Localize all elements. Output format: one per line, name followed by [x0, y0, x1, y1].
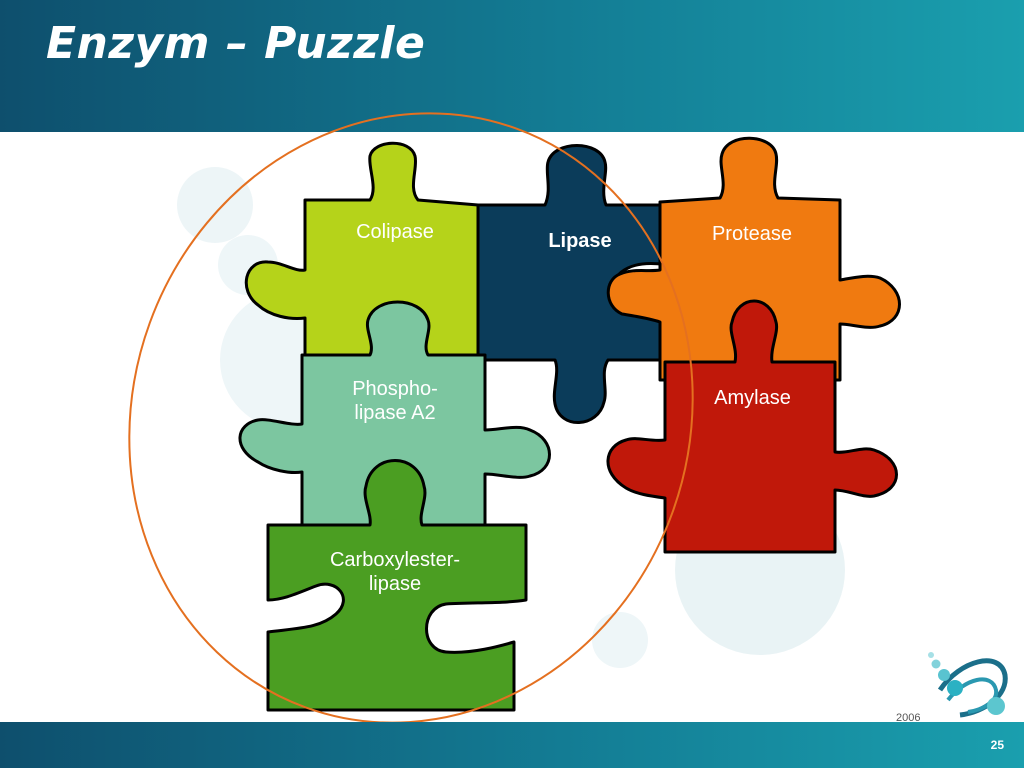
label-carboxylesterlipase: Carboxylester- lipase	[280, 548, 510, 596]
puzzle-piece-carboxylesterlipase	[266, 459, 528, 712]
label-carboxylesterlipase-line1: Carboxylester-	[329, 549, 461, 571]
label-colipase-text: Colipase	[356, 221, 434, 243]
label-lipase: Lipase	[500, 229, 660, 253]
label-protease-text: Protease	[711, 223, 793, 245]
label-amylase: Amylase	[675, 386, 830, 410]
label-colipase: Colipase	[310, 220, 480, 244]
puzzle-piece-protease	[606, 136, 901, 382]
year-label: 2006	[896, 712, 921, 724]
grouping-ellipse	[128, 112, 694, 724]
label-phospholipase: Phospho- lipase A2	[305, 377, 485, 425]
label-phospholipase-line2: lipase A2	[354, 402, 436, 424]
label-phospholipase-line1: Phospho-	[352, 378, 438, 400]
footer-bar: 25	[0, 722, 1024, 768]
label-carboxylesterlipase-line2: lipase	[368, 573, 422, 595]
label-lipase-text: Lipase	[548, 230, 612, 252]
label-protease: Protease	[672, 222, 832, 246]
label-amylase-text: Amylase	[714, 387, 791, 409]
slide-title: Enzym – Puzzle	[46, 18, 426, 69]
puzzle-piece-phospholipase	[238, 300, 551, 527]
header-bar: Enzym – Puzzle	[0, 0, 1024, 132]
page-number: 25	[990, 738, 1004, 752]
